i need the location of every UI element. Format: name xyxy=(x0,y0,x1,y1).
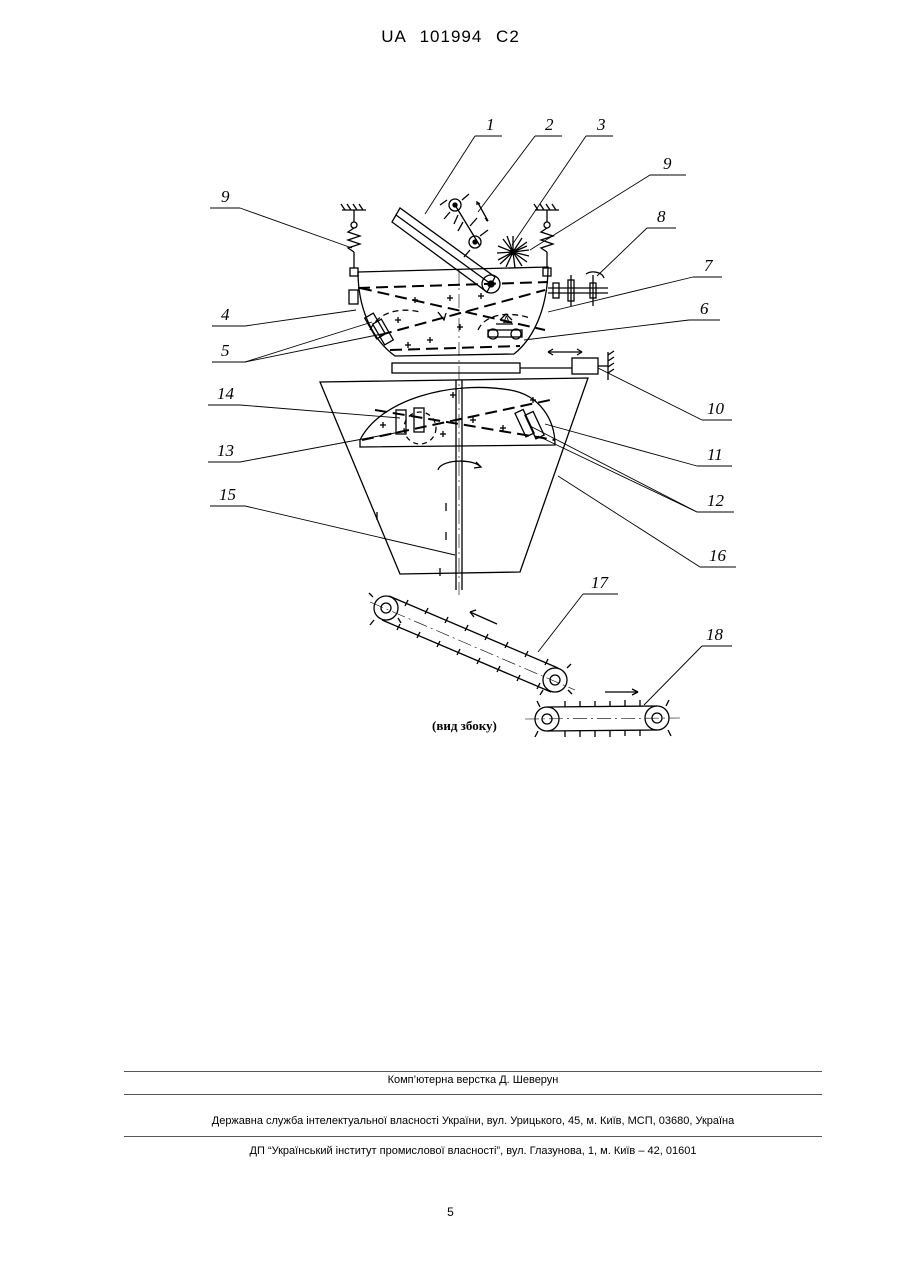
horizontal-conveyor xyxy=(525,689,680,737)
footer-divider-middle xyxy=(124,1094,822,1095)
lower-hopper xyxy=(320,270,588,595)
footer-divider-bottom xyxy=(124,1136,822,1137)
footer-divider-top xyxy=(124,1071,822,1072)
label-16: 16 xyxy=(709,546,727,565)
svg-text:Δ: Δ xyxy=(503,315,510,326)
footer-institute: ДП “Український інститут промислової вла… xyxy=(124,1145,822,1157)
label-6: 6 xyxy=(700,299,709,318)
technical-drawing: Δ xyxy=(0,0,901,800)
label-14: 14 xyxy=(217,384,235,403)
spiked-rotor xyxy=(440,194,488,257)
footer-agency: Державна служба інтелектуальної власност… xyxy=(124,1115,822,1127)
footer-layout-credit: Комп’ютерна верстка Д. Шеверун xyxy=(124,1074,822,1086)
label-1: 1 xyxy=(486,115,495,134)
label-13: 13 xyxy=(217,441,234,460)
label-7: 7 xyxy=(704,256,714,275)
label-15: 15 xyxy=(219,485,236,504)
upper-drum: Δ xyxy=(349,267,548,356)
label-5: 5 xyxy=(221,341,230,360)
drive-shaft xyxy=(548,272,608,306)
label-9-left: 9 xyxy=(221,187,230,206)
page-number: 5 xyxy=(0,1205,901,1219)
brush xyxy=(497,236,529,268)
label-17: 17 xyxy=(591,573,610,592)
label-10: 10 xyxy=(707,399,725,418)
label-8: 8 xyxy=(657,207,666,226)
feed-chute xyxy=(392,208,500,293)
label-3: 3 xyxy=(596,115,606,134)
label-18: 18 xyxy=(706,625,724,644)
label-9-right: 9 xyxy=(663,154,672,173)
label-12: 12 xyxy=(707,491,725,510)
label-2: 2 xyxy=(545,115,554,134)
figure-caption: (вид збоку) xyxy=(432,718,497,733)
label-11: 11 xyxy=(707,445,723,464)
top-left-mount xyxy=(341,204,366,276)
label-4: 4 xyxy=(221,305,230,324)
